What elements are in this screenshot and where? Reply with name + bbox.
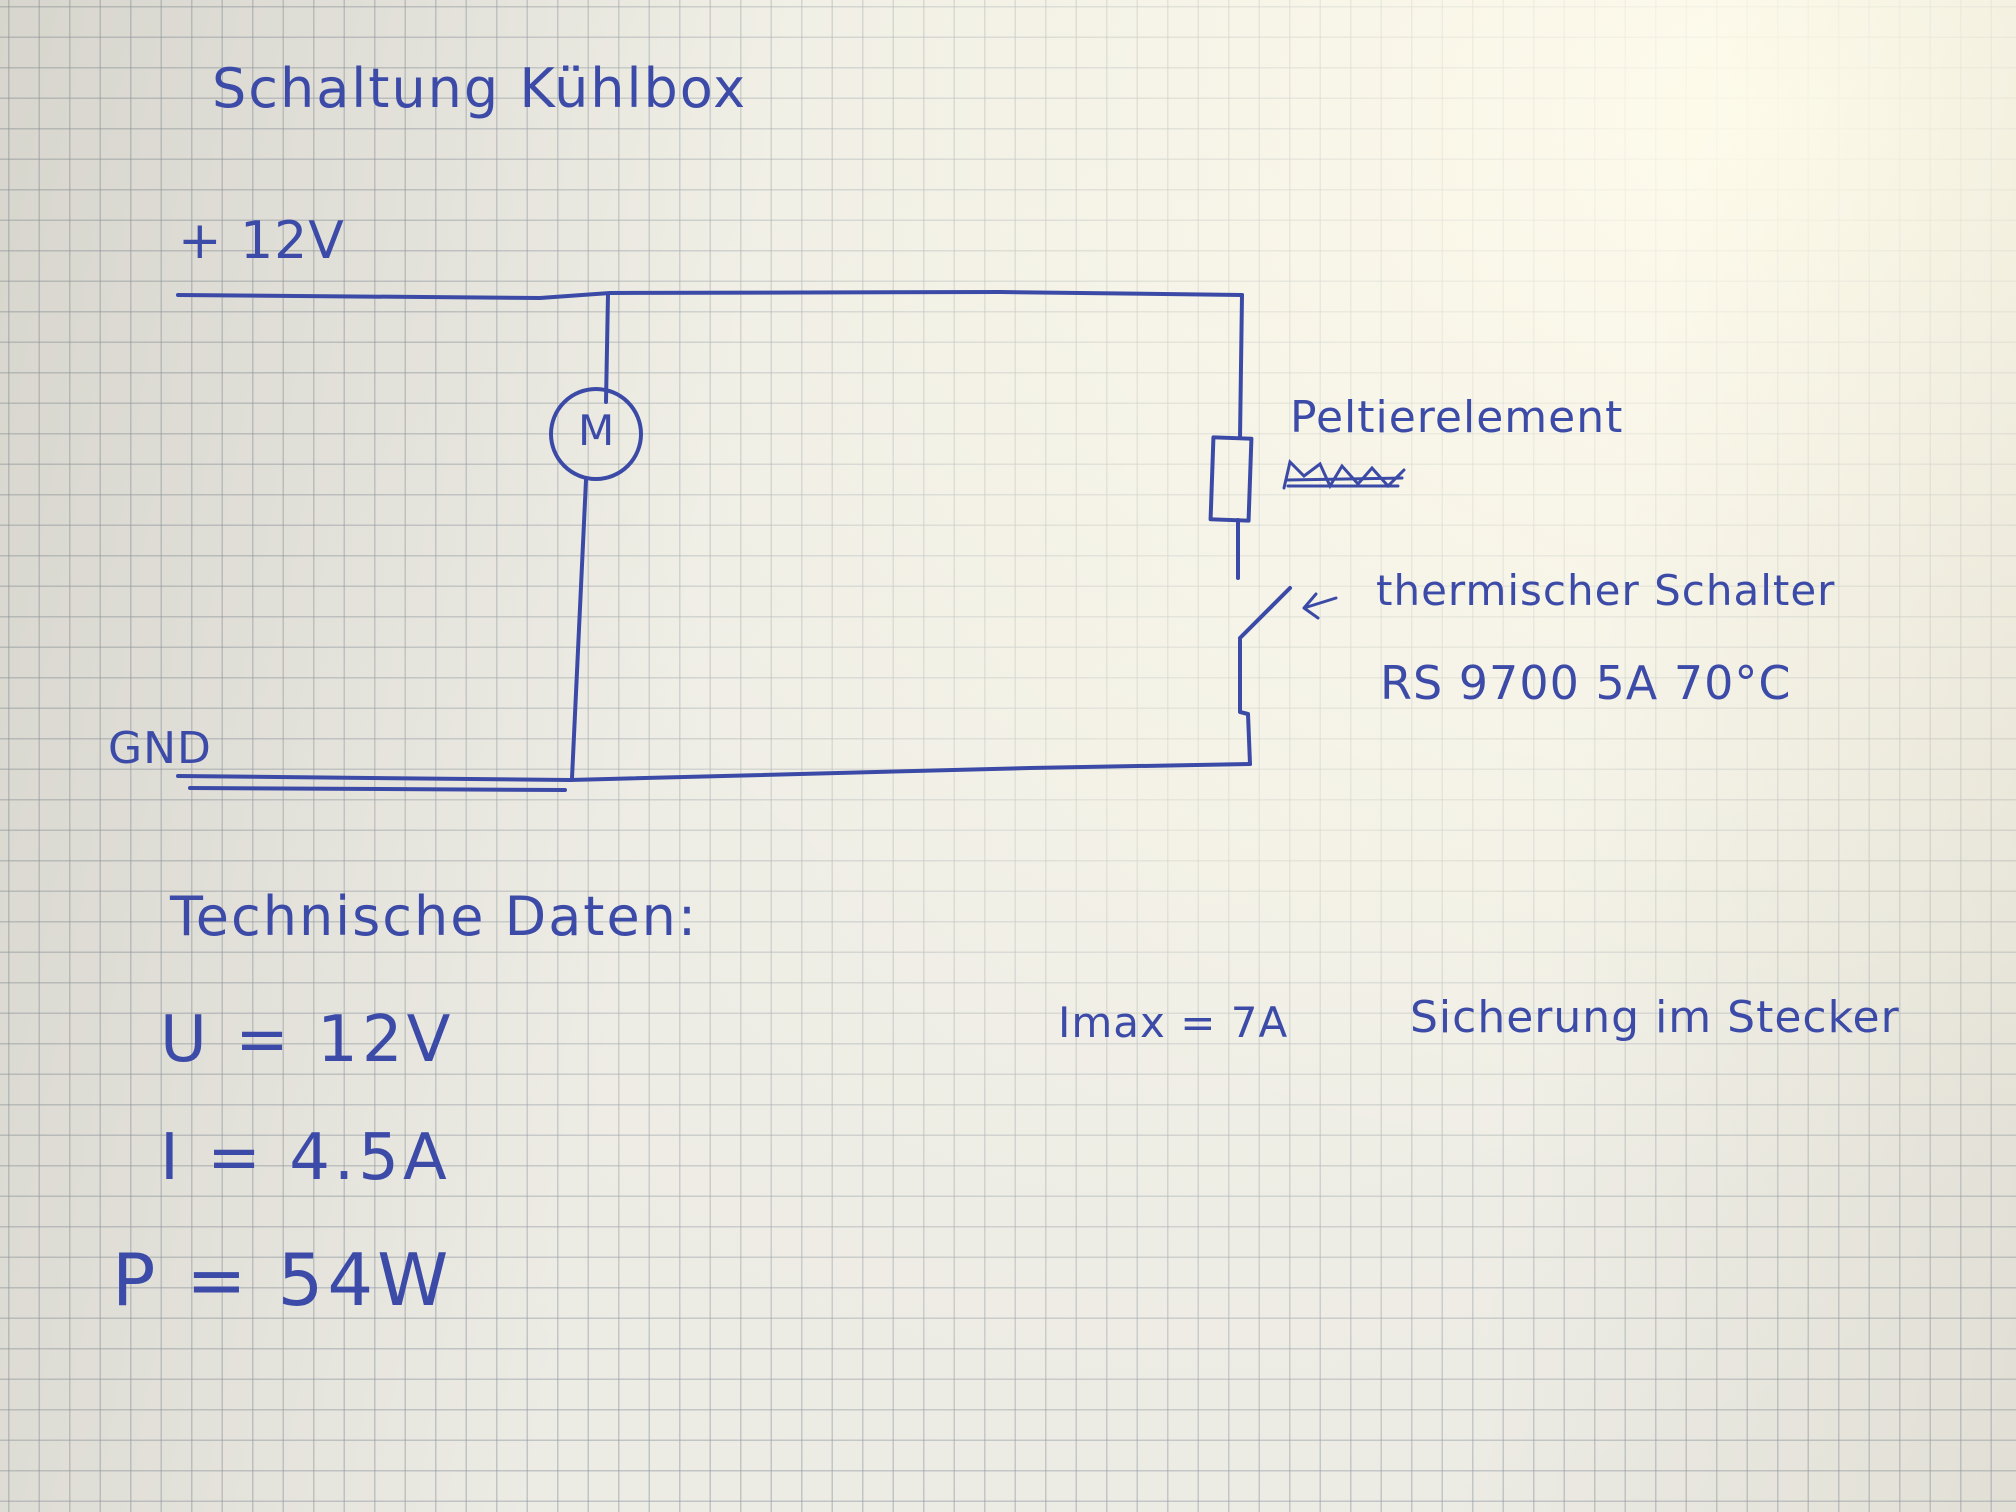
positive-rail [176,290,1244,300]
peltier-element-symbol [1208,435,1254,523]
ground-rail-double [188,786,567,792]
voltage-value: U = 12V [160,1003,455,1077]
thermal-switch-lever [1238,586,1292,640]
scribble-mark [1282,459,1406,490]
diagram-title: Schaltung Kühlbox [212,57,748,120]
motor-branch-top-wire [604,292,610,404]
fuse-note-text: Sicherung im Stecker [1410,992,1900,1043]
technical-data-heading: Technische Daten: [170,885,699,948]
motor-branch-bottom-wire [570,478,588,780]
current-value: I = 4.5A [160,1121,451,1195]
right-branch-upper-wire [1238,293,1244,440]
motor-symbol-circle [549,387,643,481]
thermal-switch-arrow [1302,592,1338,620]
peltier-label: Peltierelement [1290,392,1624,443]
switch-label: thermischer Schalter [1376,566,1836,615]
right-branch-lower-wire [1238,638,1252,766]
positive-rail-label: + 12V [178,211,345,271]
ground-rail [176,762,1252,782]
peltier-label-struck [1280,456,1410,496]
switch-part-number: RS 9700 5A 70°C [1380,656,1792,710]
power-value: P = 54W [112,1238,453,1322]
ground-rail-label: GND [108,723,212,774]
imax-value: Imax = 7A [1058,998,1289,1047]
motor-label: M [578,406,616,455]
